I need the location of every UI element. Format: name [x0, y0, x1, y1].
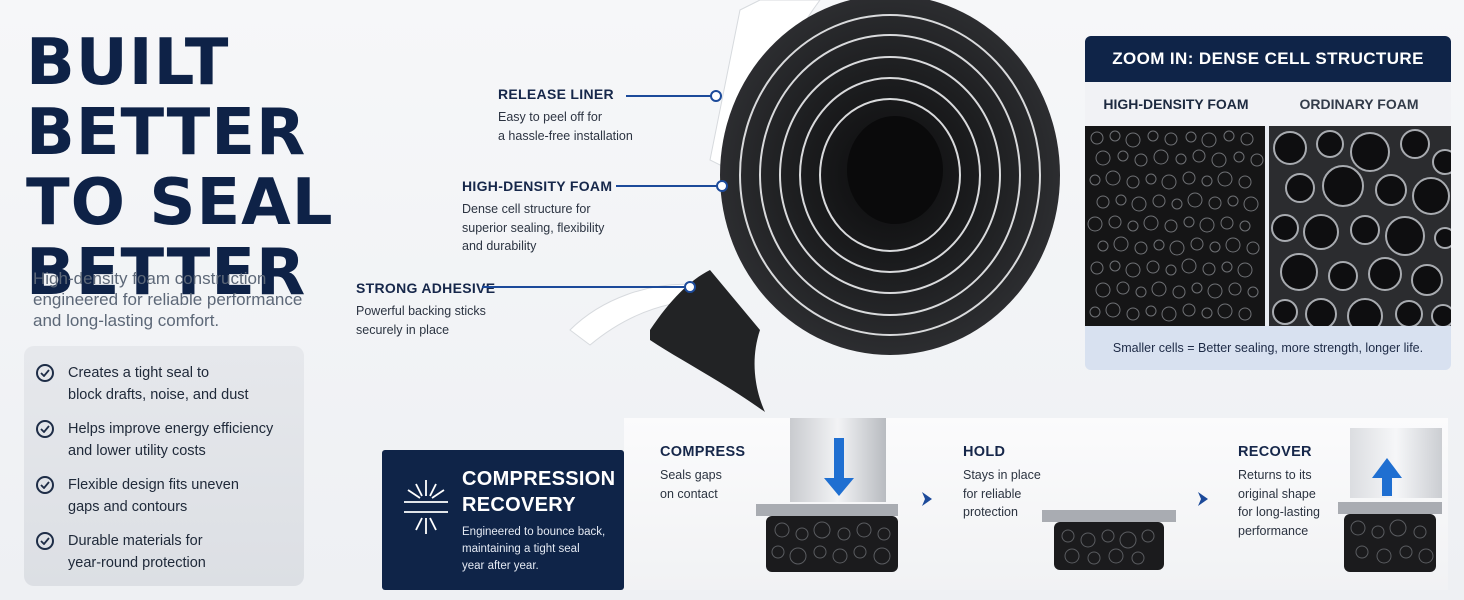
step-desc-line: for long-lasting	[1238, 505, 1320, 519]
step-desc-line: Seals gaps	[660, 468, 722, 482]
arrow-up-icon	[1372, 458, 1402, 496]
step-hold: HOLD Stays in place for reliable protect…	[963, 444, 1073, 522]
check-circle-icon	[36, 364, 54, 382]
callout-desc-line: superior sealing, flexibility	[462, 220, 605, 235]
compression-burst-icon	[404, 480, 448, 534]
chevron-right-icon	[922, 492, 932, 506]
compression-title-line: COMPRESSION	[462, 468, 616, 490]
check-circle-icon	[36, 476, 54, 494]
zoom-panel: ZOOM IN: DENSE CELL STRUCTURE HIGH-DENSI…	[1085, 36, 1451, 370]
benefit-line: gaps and contours	[68, 499, 188, 515]
benefits-list: Creates a tight seal to block drafts, noi…	[24, 346, 304, 586]
chevron-right-icon	[1198, 492, 1208, 506]
step-desc-line: performance	[1238, 523, 1309, 538]
callout-strong-adhesive: STRONG ADHESIVE Powerful backing sticks …	[356, 280, 526, 339]
headline: BUILT BETTER TO SEAL BETTER	[26, 28, 466, 308]
leader-line	[482, 286, 684, 288]
step-desc-line: on contact	[660, 486, 718, 501]
step-desc-line: original shape	[1238, 486, 1316, 501]
intro-text: High-density foam construction engineere…	[33, 269, 303, 330]
callout-desc-line: and durability	[462, 239, 537, 253]
benefit-item: Durable materials for year-round protecti…	[36, 530, 292, 586]
callout-release-liner: RELEASE LINER Easy to peel off for a has…	[498, 86, 678, 145]
step-recover: RECOVER Returns to its original shape fo…	[1238, 444, 1348, 540]
step-title: COMPRESS	[660, 444, 746, 460]
step-title: HOLD	[963, 444, 1006, 460]
zoom-right-label: ORDINARY FOAM	[1299, 96, 1419, 112]
compression-desc-line: year after year.	[462, 560, 539, 572]
check-circle-icon	[36, 532, 54, 550]
benefit-item: Helps improve energy efficiency and lower…	[36, 418, 292, 474]
leader-dot	[684, 281, 696, 293]
callout-desc-line: a hassle-free installation	[498, 128, 633, 143]
benefit-line: year-round protection	[68, 555, 206, 571]
leader-dot	[710, 90, 722, 102]
callout-title: STRONG ADHESIVE	[356, 280, 496, 296]
leader-line	[616, 185, 718, 187]
zoom-caption: Smaller cells = Better sealing, more str…	[1085, 326, 1451, 370]
hold-illustration	[1042, 510, 1176, 570]
step-compress: COMPRESS Seals gaps on contact	[660, 444, 760, 503]
compression-desc-line: maintaining a tight seal	[462, 543, 580, 555]
benefit-line: Durable materials for	[68, 533, 203, 549]
step-desc-line: Stays in place	[963, 468, 1041, 482]
callout-desc-line: Powerful backing sticks	[356, 304, 486, 318]
benefit-item: Creates a tight seal to block drafts, noi…	[36, 362, 292, 418]
step-title: RECOVER	[1238, 444, 1312, 460]
callout-high-density-foam: HIGH-DENSITY FOAM Dense cell structure f…	[462, 178, 642, 256]
check-circle-icon	[36, 420, 54, 438]
benefit-line: and lower utility costs	[68, 443, 206, 459]
headline-line-1: BUILT BETTER	[26, 26, 307, 170]
compression-recovery-box: COMPRESSION RECOVERY Engineered to bounc…	[382, 450, 624, 590]
callout-title: RELEASE LINER	[498, 86, 614, 102]
zoom-title: ZOOM IN: DENSE CELL STRUCTURE	[1085, 36, 1451, 82]
compress-illustration	[756, 418, 898, 572]
ordinary-foam-texture	[1271, 129, 1451, 326]
arrow-down-icon	[824, 438, 854, 496]
recover-illustration	[1338, 428, 1442, 572]
headline-line-2: TO SEAL	[26, 166, 334, 240]
callout-title: HIGH-DENSITY FOAM	[462, 178, 613, 194]
leader-dot	[716, 180, 728, 192]
benefit-line: Creates a tight seal to	[68, 365, 210, 381]
step-desc-line: Returns to its	[1238, 468, 1312, 482]
headline-line-3: BETTER	[26, 236, 307, 310]
callout-desc-line: Easy to peel off for	[498, 110, 602, 124]
step-desc-line: protection	[963, 505, 1018, 519]
benefit-line: Flexible design fits uneven	[68, 477, 239, 493]
zoom-left-label: HIGH-DENSITY FOAM	[1103, 96, 1249, 112]
benefit-item: Flexible design fits uneven gaps and cont…	[36, 474, 292, 530]
foam-comparison-image	[1085, 126, 1451, 326]
compression-title-line: RECOVERY	[462, 494, 576, 516]
compression-desc-line: Engineered to bounce back,	[462, 526, 606, 538]
benefit-line: Helps improve energy efficiency	[68, 421, 274, 437]
callout-desc-line: Dense cell structure for	[462, 202, 591, 216]
leader-line	[626, 95, 712, 97]
step-desc-line: for reliable	[963, 486, 1022, 501]
dense-foam-texture	[1087, 130, 1264, 322]
benefit-line: block drafts, noise, and dust	[68, 387, 249, 403]
callout-desc-line: securely in place	[356, 322, 450, 337]
foam-roll-illustration	[569, 0, 1060, 412]
